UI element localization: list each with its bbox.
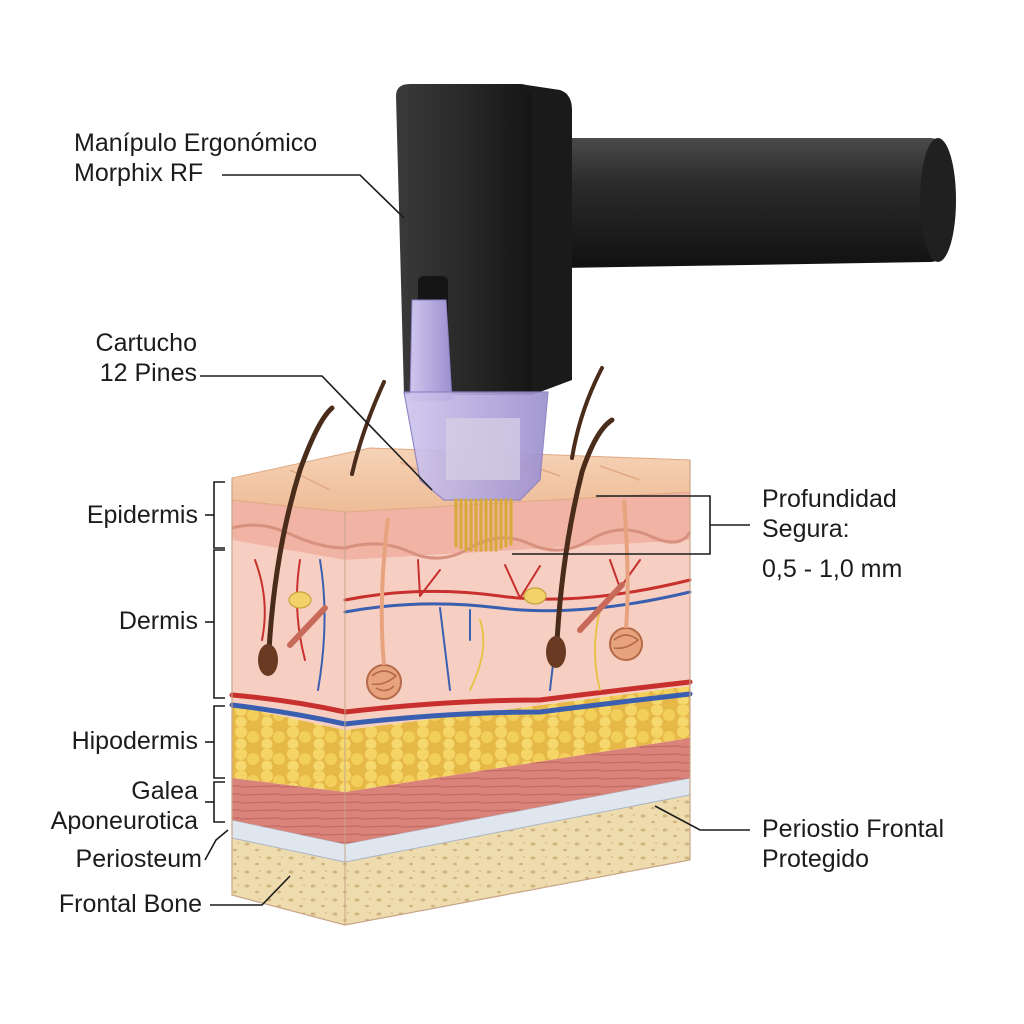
sweat-gland-1	[366, 664, 402, 700]
needle-array	[454, 498, 513, 552]
artery-main	[229, 679, 693, 715]
label-galea: Galea Aponeurotica	[50, 777, 198, 835]
dermis-layer-front	[232, 540, 345, 730]
device-handle	[560, 138, 955, 268]
sweat-glands	[366, 499, 643, 700]
arrector-muscle-1	[287, 605, 328, 648]
cartridge	[403, 299, 549, 552]
bracket-hypodermis	[213, 705, 225, 779]
bone-layer-front	[232, 838, 345, 925]
arrector-muscle-2	[577, 582, 625, 633]
leader-lines	[200, 174, 750, 906]
hair-follicle-1	[258, 644, 278, 676]
label-handpiece: Manípulo Ergonómico Morphix RF	[74, 129, 318, 187]
bracket-galea	[213, 781, 225, 823]
hair-2	[350, 380, 386, 476]
front-face-layers	[231, 500, 346, 925]
label-hypodermis: Hipodermis	[71, 727, 198, 755]
nerve-fibers	[469, 609, 601, 691]
hairs	[258, 366, 615, 676]
right-face-layers	[231, 492, 692, 925]
hair-4	[570, 366, 604, 460]
sweat-gland-2	[609, 627, 643, 661]
label-dermis: Dermis	[118, 607, 198, 635]
leader-frontal-bone	[210, 875, 291, 906]
vein-main	[229, 691, 693, 727]
leader-handpiece	[222, 174, 405, 219]
label-cartridge: Cartucho 12 Pines	[95, 329, 197, 387]
basal-layer-line	[344, 528, 692, 560]
bracket-epidermis	[213, 481, 225, 549]
bone-layer-side	[345, 795, 690, 925]
fat-layer-side	[345, 686, 690, 792]
label-frontal-bone: Frontal Bone	[58, 890, 202, 918]
leader-cartridge	[200, 375, 433, 491]
label-epidermis: Epidermis	[86, 501, 198, 529]
bracket-dermis	[213, 549, 225, 699]
epidermis-layer-side	[345, 492, 690, 560]
dermis-layer-side	[345, 540, 690, 730]
hair-follicle-3	[546, 636, 566, 668]
hair-3	[553, 417, 615, 665]
leader-periosteum-protected	[654, 805, 750, 831]
label-safe-depth: Profundidad Segura: 0,5 - 1,0 mm	[762, 485, 903, 583]
skin-block	[229, 366, 693, 926]
fat-layer-front	[232, 705, 345, 792]
handpiece-device	[396, 84, 956, 395]
label-periosteum: Periosteum	[75, 845, 202, 873]
sebaceous-gland-1	[288, 591, 312, 609]
cartridge-clip	[409, 299, 453, 401]
blood-vessels	[229, 559, 693, 727]
galea-layer-side	[345, 738, 690, 844]
galea-layer-front	[232, 778, 345, 844]
hair-1	[265, 405, 335, 675]
label-periosteum-protected: Periostio Frontal Protegido	[762, 815, 945, 873]
sebaceous-gland-2	[523, 587, 547, 605]
leader-periosteum	[204, 829, 229, 861]
